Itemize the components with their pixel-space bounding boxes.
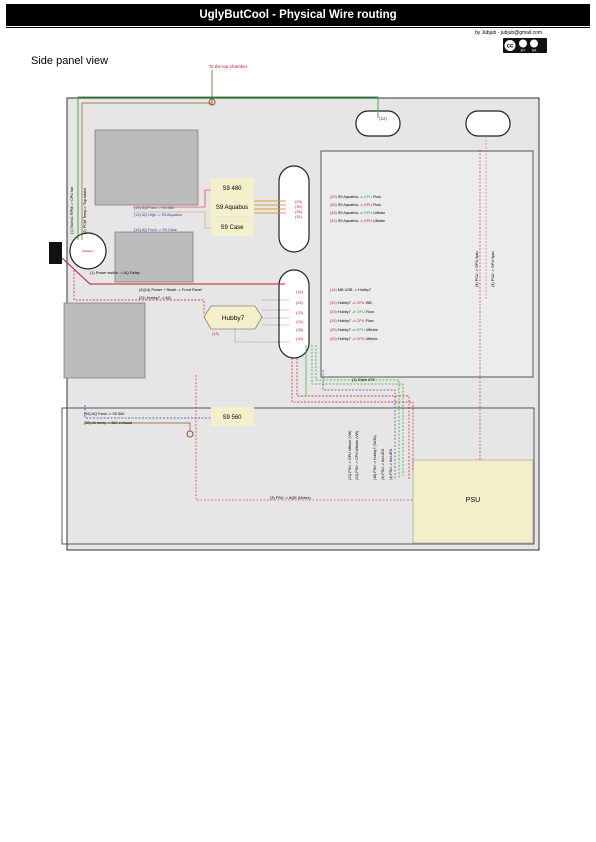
top-hole-right [465,110,511,137]
label-hubby-aq: (21) Hubby7 -> AQ [139,296,171,300]
cc-sa-text: SA [532,49,537,53]
mb-label-lower-5: (26) Hubby7 -> CPU Ulttube [330,337,378,341]
label-bottom-vert-2: (18) PSU -> Hubby7 (SATA) [373,435,377,480]
wire-power-red [61,257,285,285]
lower-conn-0: (14) [296,289,304,294]
psu-box [412,459,534,544]
mb-label-upper-2: (33) S9 Aquabus -> GPU Ulttube [330,211,385,215]
fan-s9-case [211,217,254,236]
lower-conn-4: (25) [296,327,304,332]
mb-label-upper-3: (31) S9 Aquabus -> CPU Ulttube [330,219,385,223]
svg-text:(22) Hubby7 -> CPU WB: (22) Hubby7 -> CPU WB [330,301,372,305]
cc-by-text: BY [521,49,526,53]
cc-logo-text: cc [507,44,514,50]
wire-top-brown [81,102,212,240]
mb-label-lower-4: (25) Hubby7 -> GPU Ulttube [330,328,378,332]
front-io-block [49,242,62,264]
aquaero-block [114,231,194,283]
label-air-temp: (28) Air temp -> 560 exhaust [84,421,133,425]
label-24pin: (1) 24pin ATX [352,378,375,382]
upper-conn-0: (29) [295,199,303,204]
radiator-label: Radiator [82,249,93,253]
fan-s9-case-label: S9 Case [220,225,244,231]
radiator-block [94,129,199,206]
author-credit: by Jubjub - jubjub@gmail.com [474,30,542,36]
fan-s9-480 [211,178,254,197]
label-bottom-vert-3: (3) PSU -> 8x4 ATA [381,448,385,480]
fan-s9-aquabus-label: S9 Aquabus [216,205,248,211]
label-bottom-vert-4: (3) PSU -> 8x4 ATA [389,448,393,480]
lower-conn-5: (26) [296,336,304,341]
fan-s9-560 [211,407,254,426]
drive-cage [63,302,146,379]
psu-label: PSU [466,497,480,504]
mb-label-lower-3: (24) Hubby7 -> CPU Flow [330,319,374,323]
cable-hole-lower [278,269,310,359]
lower-conn-3: (24) [296,319,304,324]
svg-text:(24) Hubby7 -> CPU Flow: (24) Hubby7 -> CPU Flow [330,319,374,323]
lower-conn-2: (23) [296,310,304,315]
fan-s9-480-label: S9 480 [222,186,242,192]
mb-label-lower-0: (14) MB USB -> Hubby7 [330,288,371,292]
label-aq-high: (13) AQ High -> S9 Aquabus [134,213,182,217]
cc-license-badge: cc BY SA [503,38,547,53]
fan-s9-aquabus [211,197,254,216]
cc-license-icon: cc BY SA [504,39,538,53]
svg-text:(26) Hubby7 -> CPU Ulttube: (26) Hubby7 -> CPU Ulttube [330,337,378,341]
upper-conn-1: (30) [295,204,303,209]
label-power-switch: (1) Power switch -> AQ Relay [90,271,140,275]
top-hole-label: (12) [379,116,388,121]
mb-label-upper-1: (30) S9 Aquabus -> CPU Flow [330,203,381,207]
label-aq-fan4: (16) AQ Fan4 -> S9 560 [84,412,124,416]
fan-s9-560-label: S9 560 [222,415,242,421]
mb-label-lower-2: (23) Hubby7 -> GPU Flow [330,310,374,314]
label-psu-gpu-1: (3) PSU -> GPU 6pin [475,251,479,287]
mb-label-lower-1: (22) Hubby7 -> CPU WB [330,301,372,305]
grommet-left [69,232,107,270]
svg-text:(33) S9 Aquabus -> GPU Ulttube: (33) S9 Aquabus -> GPU Ulttube [330,211,385,215]
motherboard [320,150,534,378]
hubby7-label: Hubby7 [222,315,245,322]
svg-text:(30) S9 Aquabus -> CPU Flow: (30) S9 Aquabus -> CPU Flow [330,203,381,207]
label-psu-gpu-2: (3) PSU -> GPU 6pin [491,251,495,287]
upper-conn-2: (33) [295,209,303,214]
hubby7-box [203,305,263,330]
svg-text:(25) Hubby7 -> GPU Ulttube: (25) Hubby7 -> GPU Ulttube [330,328,378,332]
label-tacho: (1) Tacho1 RPM -> CPU fan [70,187,74,234]
wire-top-green [77,96,379,240]
svg-text:(23) Hubby7 -> GPU Flow: (23) Hubby7 -> GPU Flow [330,310,374,314]
label-aqf-480: (13) AQF w/o -> S9 480 [134,206,174,210]
svg-text:(29) S9 Aquabus -> CPU Flow: (29) S9 Aquabus -> CPU Flow [330,195,381,199]
page-title: UglyButCool - Physical Wire routing [6,4,590,26]
label-hubby-13: (13) [212,332,219,336]
label-pcm-temp: (2) PCM Temp-> Top intake [83,188,87,234]
label-aqe-molex: (3) PSU -> AQE (Molex) [270,496,311,500]
label-aq-fan3: (13) AQ Fan3 -> S9 Case [134,228,177,232]
wire-reset [73,270,205,315]
svg-text:(14) MB USB -> Hubby7: (14) MB USB -> Hubby7 [330,288,371,292]
label-bottom-vert-0: (21) PSU -> GPU Ulttube (VW) [348,431,352,480]
upper-conn-3: (31) [295,214,303,219]
bottom-chamber [61,407,535,545]
svg-text:(31) S9 Aquabus -> CPU Ulttube: (31) S9 Aquabus -> CPU Ulttube [330,219,385,223]
label-bottom-vert-1: (21) PSU -> CPU Ulttube (VW) [355,431,359,480]
lower-conn-1: (22) [296,300,304,305]
mb-label-upper-0: (29) S9 Aquabus -> CPU Flow [330,195,381,199]
section-heading: Side panel view [31,55,109,67]
top-chamber-note: To the top chamber [209,64,248,69]
label-power-reset: (4)(14) Power + Reset -> Front Panel [139,288,202,292]
title-rule [6,27,590,28]
